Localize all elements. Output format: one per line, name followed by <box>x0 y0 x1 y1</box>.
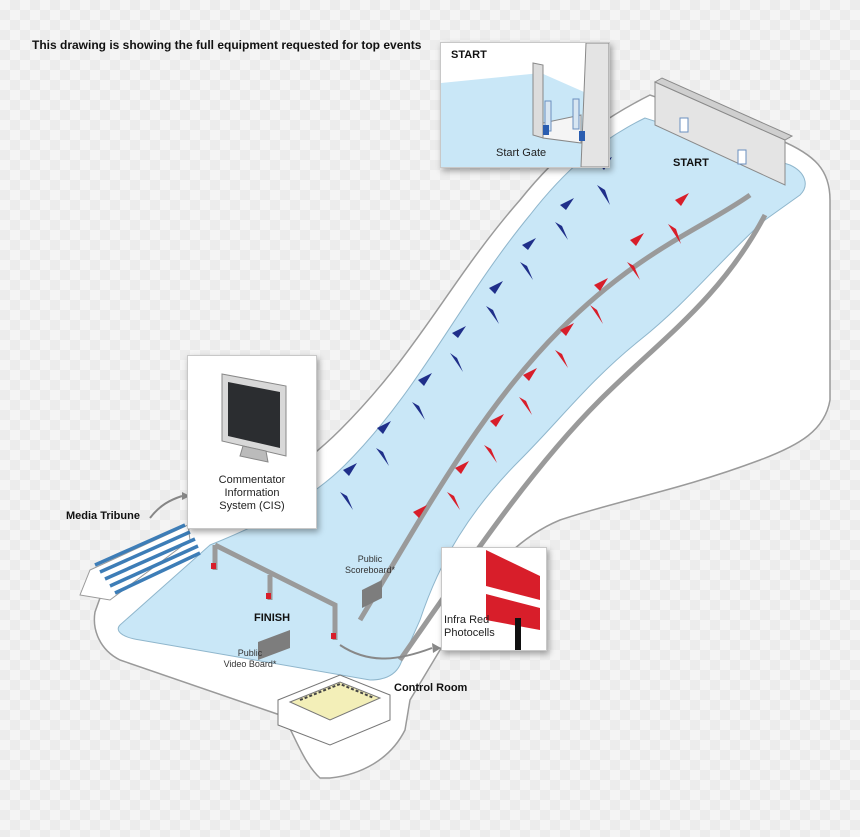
start-house <box>653 77 794 186</box>
cis-caption-line-1: Commentator <box>218 474 286 486</box>
media-to-cis-arrow <box>149 495 183 519</box>
cis-callout: Commentator Information System (CIS) <box>187 355 317 529</box>
finish-label: FINISH <box>254 612 291 624</box>
public-scoreboard-line-2: Scoreboard* <box>344 565 396 575</box>
public-scoreboard-label: Public Scoreboard* <box>340 554 400 576</box>
cis-caption-line-3: System (CIS) <box>219 500 285 512</box>
control-room-label: Control Room <box>394 682 468 694</box>
public-video-board-line-2: Video Board* <box>223 659 277 669</box>
photocells-caption-line-2: Photocells <box>444 627 495 639</box>
photocells-caption-line-1: Infra Red <box>444 614 490 626</box>
start-label: START <box>673 157 709 169</box>
photocells-callout: Infra Red Photocells <box>441 547 547 651</box>
public-video-board-line-1: Public <box>237 648 263 658</box>
public-video-board-label: Public Video Board* <box>218 648 282 670</box>
public-scoreboard <box>362 580 382 608</box>
cis-caption: Commentator Information System (CIS) <box>188 474 316 513</box>
red-gate-flags <box>413 193 689 518</box>
public-video-board <box>258 630 290 660</box>
page-heading: This drawing is showing the full equipme… <box>32 38 422 52</box>
control-room-building <box>277 674 391 746</box>
start-gate-callout: START Start Gate <box>440 42 610 168</box>
public-scoreboard-line-1: Public <box>357 554 383 564</box>
blue-gate-flags <box>340 157 612 510</box>
monitor-icon <box>221 373 287 463</box>
media-tribune-label: Media Tribune <box>66 510 140 522</box>
cis-caption-line-2: Information <box>224 487 280 499</box>
start-gate-title: START <box>451 49 487 61</box>
media-tribune <box>79 523 201 601</box>
photocell-icon <box>486 550 540 650</box>
snow-surface <box>117 117 806 681</box>
photocells-caption: Infra Red Photocells <box>444 614 495 640</box>
left-course-rail <box>357 192 752 622</box>
finish-to-photocells-arrow <box>339 644 433 660</box>
start-gate-caption: Start Gate <box>496 147 547 159</box>
